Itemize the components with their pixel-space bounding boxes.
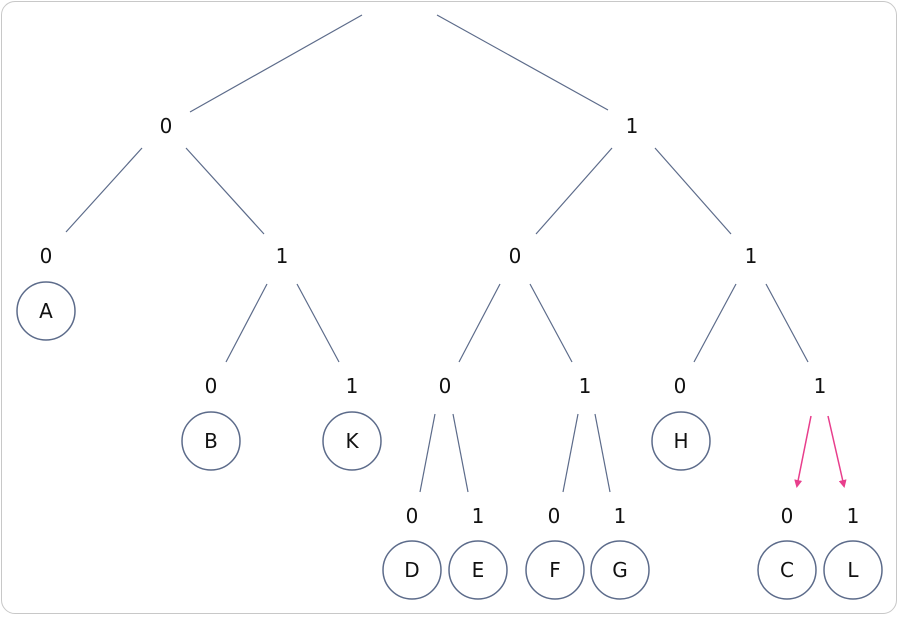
leaf-node-d[interactable]: D: [382, 540, 442, 600]
leaf-circle-a: [16, 281, 76, 341]
edge-l0r-l: [225, 283, 268, 363]
leaf-node-k[interactable]: K: [322, 411, 382, 471]
bit-r0l-l: 0: [439, 374, 452, 398]
leaf-node-h[interactable]: H: [651, 411, 711, 471]
bit-l0r-r: 1: [346, 374, 359, 398]
edge-r0r-r: [765, 283, 809, 363]
edge-r0l-r: [529, 283, 573, 363]
leaf-circle-e: [448, 540, 508, 600]
leaf-node-l[interactable]: L: [823, 540, 883, 600]
leaf-circle-k: [322, 411, 382, 471]
bit-r0ll-r: 1: [472, 504, 485, 528]
leaf-label-d: D: [404, 558, 419, 582]
leaf-label-b: B: [204, 429, 218, 453]
leaf-label-a: A: [39, 299, 53, 323]
bit-r0lr-l: 0: [548, 504, 561, 528]
edge-l0r-r: [296, 283, 340, 363]
bit-r0l: 0: [509, 244, 522, 268]
bit-r0ll-l: 0: [406, 504, 419, 528]
edge-r0rr-r-highlight: [827, 415, 847, 488]
edge-r0ll-r: [452, 413, 469, 493]
bit-r0l-r: 1: [579, 374, 592, 398]
bit-l0r: 1: [276, 244, 289, 268]
leaf-circle-f: [525, 540, 585, 600]
bit-r0rr-r: 1: [847, 504, 860, 528]
bit-r0rr-l: 0: [781, 504, 794, 528]
edge-r0-l: [535, 147, 613, 235]
bit-l0r-l: 0: [205, 374, 218, 398]
leaf-label-k: K: [345, 429, 359, 453]
leaf-label-h: H: [673, 429, 688, 453]
bit-r0r-l: 0: [674, 374, 687, 398]
leaf-node-a[interactable]: A: [16, 281, 76, 341]
edge-r0-r: [654, 147, 732, 235]
leaf-circle-h: [651, 411, 711, 471]
edge-r0r-l: [693, 283, 737, 363]
bit-labels: 0 1 0 1 0 1 0 1 0 1 0 1 0 1 0 1 0 1: [40, 114, 860, 528]
edge-r0ll-l: [419, 413, 436, 493]
leaf-node-f[interactable]: F: [525, 540, 585, 600]
leaf-label-f: F: [549, 558, 561, 582]
leaf-nodes: A B K H D E F G: [16, 281, 883, 600]
bit-r0r: 1: [745, 244, 758, 268]
leaf-node-b[interactable]: B: [181, 411, 241, 471]
edge-r0lr-r: [594, 413, 611, 493]
leaf-circle-c: [757, 540, 817, 600]
leaf-label-g: G: [612, 558, 628, 582]
leaf-node-g[interactable]: G: [590, 540, 650, 600]
leaf-label-l: L: [847, 558, 859, 582]
leaf-label-c: C: [780, 558, 794, 582]
bit-l0l: 0: [40, 244, 53, 268]
edge-r0rr-l-highlight: [794, 415, 812, 488]
tree-edges: [65, 14, 847, 493]
edge-root-left: [189, 14, 363, 113]
edge-l0-l: [65, 147, 143, 233]
leaf-circle-d: [382, 540, 442, 600]
edge-root-right: [436, 14, 609, 111]
leaf-node-e[interactable]: E: [448, 540, 508, 600]
leaf-label-e: E: [472, 558, 485, 582]
leaf-node-c[interactable]: C: [757, 540, 817, 600]
leaf-circle-g: [590, 540, 650, 600]
bit-r0: 1: [626, 114, 639, 138]
bit-r0r-r: 1: [814, 374, 827, 398]
edge-r0l-l: [458, 283, 501, 363]
leaf-circle-b: [181, 411, 241, 471]
edge-l0-r: [185, 147, 265, 235]
edge-r0lr-l: [562, 413, 579, 493]
bit-l0: 0: [160, 114, 173, 138]
leaf-circle-l: [823, 540, 883, 600]
bit-r0lr-r: 1: [614, 504, 627, 528]
